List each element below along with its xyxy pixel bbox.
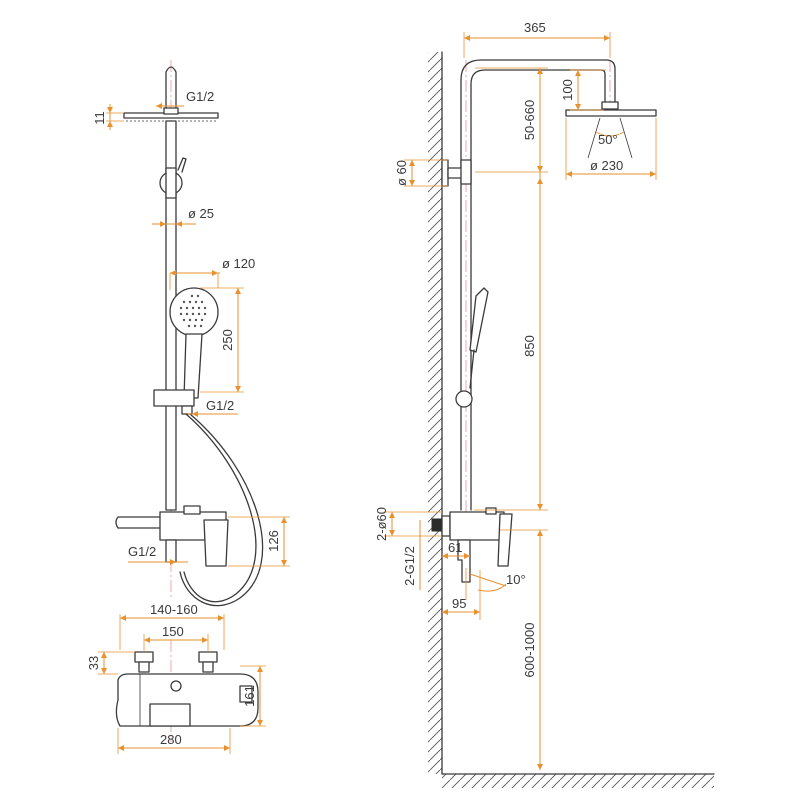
dimension-arrows — [101, 35, 656, 770]
label-nut-height: 33 — [86, 656, 101, 670]
wall-flange-dark — [431, 518, 443, 532]
diverter-knob — [183, 505, 201, 515]
hand-shower-handle — [183, 333, 203, 399]
spout-side — [457, 539, 471, 583]
label-centers: 150 — [162, 624, 184, 639]
label-centers-range: 140-160 — [150, 602, 198, 617]
label-left-head-thread: G1/2 — [186, 89, 214, 104]
label-head-height: 100 — [560, 79, 575, 101]
diverter-side — [485, 507, 497, 515]
mixer-lever-side — [497, 513, 513, 567]
label-hand-length: 250 — [220, 329, 235, 351]
label-wall-thread: 2-G1/2 — [402, 546, 417, 586]
dimension-lines — [98, 32, 657, 770]
mixer-inlet — [165, 539, 177, 563]
label-riser-range: 50-660 — [522, 100, 537, 140]
side-wall-bracket — [441, 159, 449, 187]
wall-hatching — [428, 52, 442, 774]
slider-holder — [153, 389, 195, 407]
hand-shower-nozzles — [179, 294, 207, 328]
left-connector-nut — [134, 651, 154, 663]
label-head-diameter: ø 230 — [590, 158, 623, 173]
label-rail-length: 850 — [522, 335, 537, 357]
spray-cone — [587, 117, 633, 159]
shower-arm-outer — [460, 59, 616, 511]
dimension-labels: G1/2 11 ø 25 ø 120 250 G1/2 126 G1/2 140… — [86, 20, 623, 747]
hand-shower-side — [469, 287, 489, 353]
hand-shower-head — [169, 287, 219, 337]
label-wall-offset: 61 — [448, 540, 462, 555]
shower-arm-inner — [470, 69, 606, 511]
label-arm-reach: 365 — [524, 20, 546, 35]
label-flange-diameter: 2-ø60 — [374, 507, 389, 541]
label-bracket-diameter: ø 60 — [394, 160, 409, 186]
floor-hatching — [442, 774, 714, 788]
column-top-cap — [165, 66, 177, 109]
label-hand-diameter: ø 120 — [222, 256, 255, 271]
label-inlet-thread: G1/2 — [128, 544, 156, 559]
label-pipe-diameter: ø 25 — [188, 206, 214, 221]
label-hand-thread: G1/2 — [206, 398, 234, 413]
label-body-width: 280 — [160, 732, 182, 747]
label-mixer-height: 126 — [266, 530, 281, 552]
label-spray-angle: 50° — [598, 132, 618, 147]
mixer-body-side — [449, 511, 505, 541]
slider-knob-side — [455, 390, 473, 408]
label-body-height: 161 — [242, 685, 257, 707]
mixer-top-detail — [115, 640, 259, 742]
side-view — [428, 51, 715, 788]
mixer-lever — [203, 519, 229, 567]
label-handle-angle: 10° — [506, 572, 526, 587]
right-connector-nut — [198, 651, 218, 663]
front-view — [115, 60, 264, 607]
rain-shower-head-side — [565, 109, 657, 117]
label-install-height: 600-1000 — [522, 623, 537, 678]
label-mixer-depth: 95 — [452, 596, 466, 611]
shower-hose — [183, 413, 257, 603]
label-left-head-height: 11 — [92, 111, 107, 125]
